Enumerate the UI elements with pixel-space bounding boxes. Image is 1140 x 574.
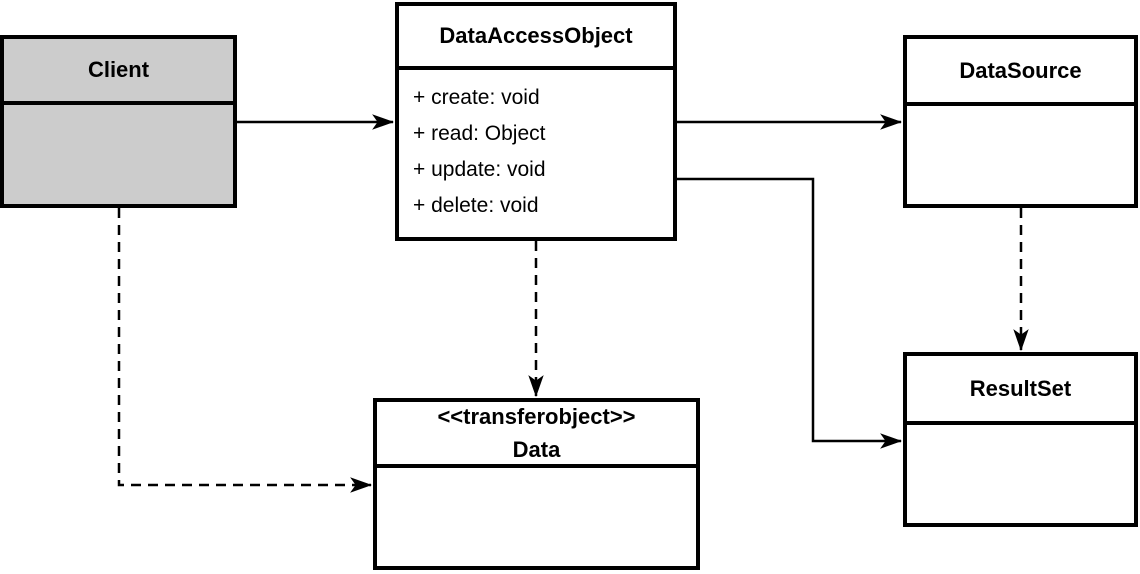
class-resultset-body <box>907 425 1134 523</box>
class-datasource-title: DataSource <box>907 39 1134 106</box>
method-create: + create: void <box>413 86 540 109</box>
class-client-title: Client <box>4 39 233 105</box>
class-datasource: DataSource <box>903 35 1138 208</box>
class-dataaccessobject-methods: + create: void + read: Object + update: … <box>399 70 673 237</box>
class-resultset: ResultSet <box>903 352 1138 527</box>
class-dataaccessobject: DataAccessObject + create: void + read: … <box>395 2 677 241</box>
class-data-title: <<transferobject>> Data <box>377 402 696 468</box>
class-dataaccessobject-name: DataAccessObject <box>439 23 633 48</box>
method-read: + read: Object <box>413 122 546 145</box>
method-update: + update: void <box>413 158 546 181</box>
method-delete: + delete: void <box>413 194 539 217</box>
class-client-name: Client <box>87 57 150 82</box>
class-client: Client <box>0 35 237 208</box>
class-resultset-name: ResultSet <box>969 375 1072 401</box>
class-resultset-title: ResultSet <box>907 356 1134 425</box>
class-datasource-name: DataSource <box>959 57 1082 83</box>
edge-client-to-data <box>117 208 373 493</box>
class-datasource-body <box>907 106 1134 204</box>
class-data-body <box>377 468 696 566</box>
class-client-body <box>4 105 233 204</box>
class-data-stereotype: <<transferobject>> <box>437 404 636 429</box>
edge-dao-to-resultset <box>677 177 903 449</box>
class-data-name: Data <box>512 437 561 462</box>
class-dataaccessobject-title: DataAccessObject <box>399 6 673 70</box>
class-data: <<transferobject>> Data <box>373 398 700 570</box>
